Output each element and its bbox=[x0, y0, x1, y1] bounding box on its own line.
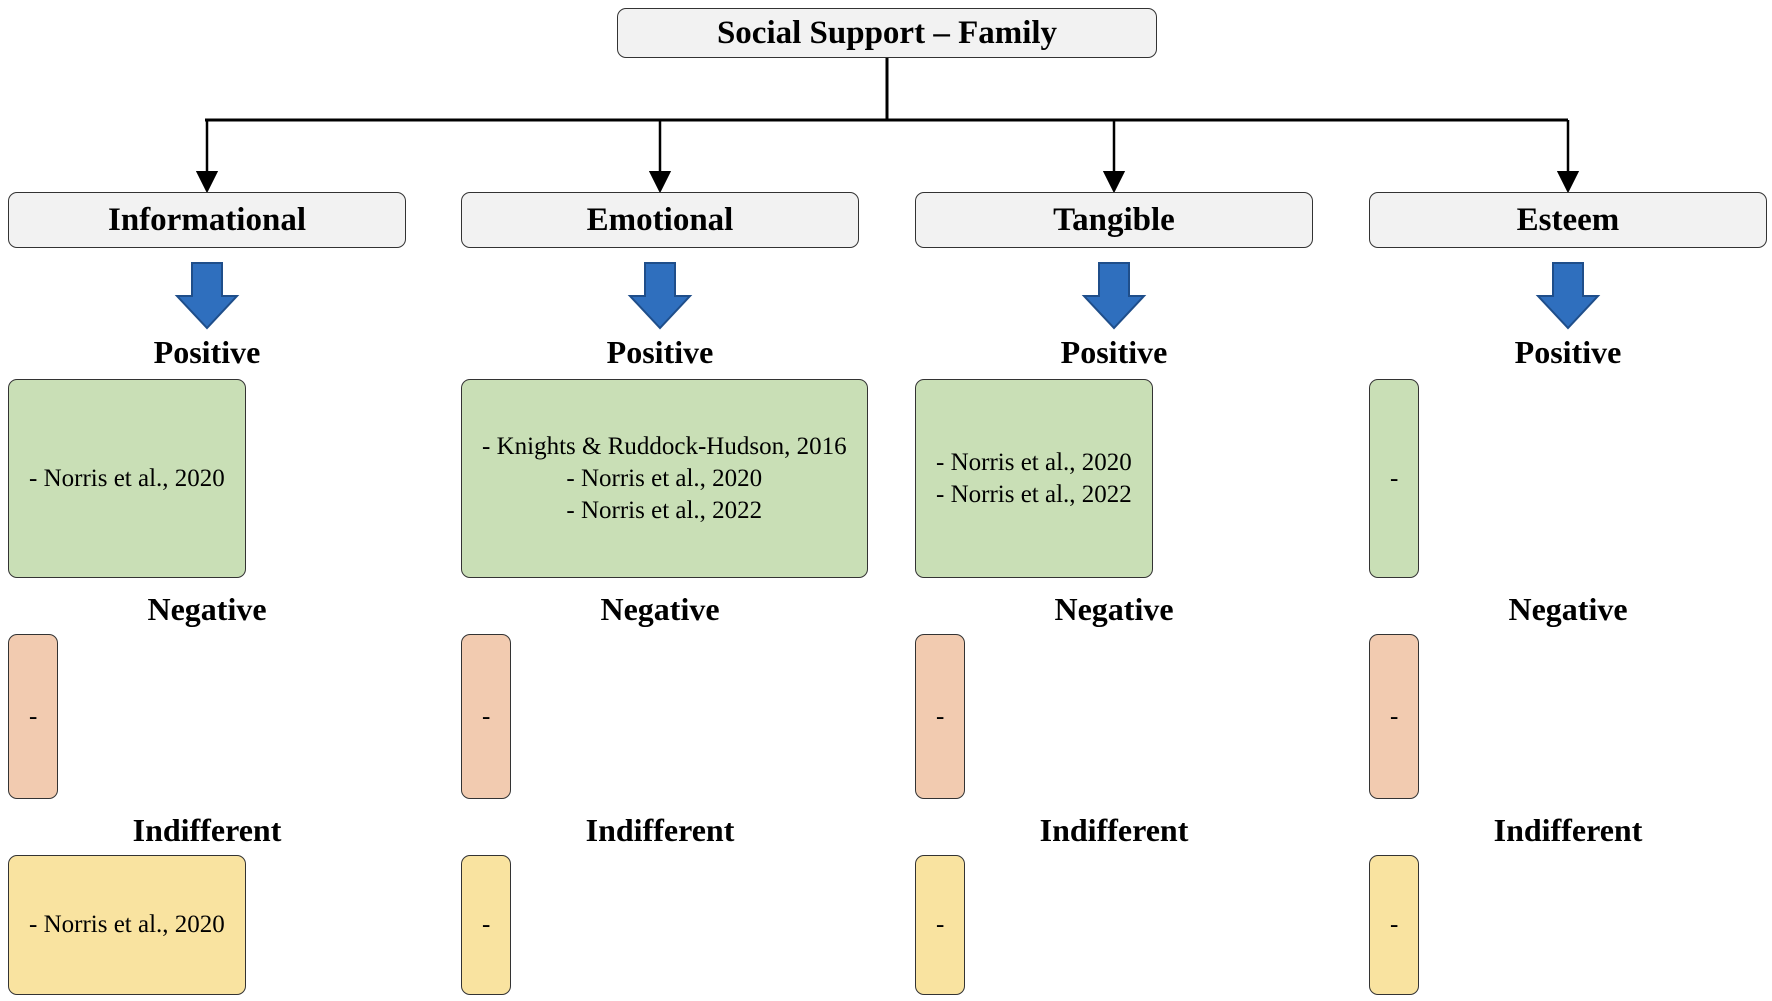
root-title: Social Support – Family bbox=[716, 14, 1058, 51]
reference-item: - bbox=[29, 702, 38, 730]
negative-box-emotional: - bbox=[461, 634, 512, 799]
reference-item: - bbox=[1390, 911, 1399, 938]
category-label-tangible: Tangible bbox=[1053, 201, 1175, 238]
category-box-emotional: Emotional bbox=[461, 192, 859, 248]
reference-item: - bbox=[936, 911, 945, 938]
positive-refs-esteem: - bbox=[1370, 457, 1418, 501]
negative-heading-informational: Negative bbox=[147, 591, 267, 627]
indifferent-box-informational: - Norris et al., 2020 bbox=[8, 855, 246, 995]
indifferent-heading-tangible: Indifferent bbox=[1039, 812, 1189, 848]
positive-box-emotional: - Knights & Ruddock-Hudson, 2016 - Norri… bbox=[461, 379, 868, 578]
negative-refs-tangible: - bbox=[916, 695, 964, 739]
reference-item: - bbox=[482, 911, 491, 938]
reference-item: - Norris et al., 2022 bbox=[566, 496, 763, 524]
indifferent-heading-esteem: Indifferent bbox=[1493, 812, 1643, 848]
indifferent-box-tangible: - bbox=[915, 855, 966, 995]
category-box-informational: Informational bbox=[8, 192, 406, 248]
positive-box-esteem: - bbox=[1369, 379, 1420, 578]
down-arrow-icon-informational bbox=[174, 262, 240, 330]
reference-item: - Norris et al., 2020 bbox=[29, 911, 225, 938]
indifferent-refs-emotional: - bbox=[462, 903, 510, 947]
category-label-esteem: Esteem bbox=[1516, 201, 1620, 238]
root-node: Social Support – Family bbox=[617, 8, 1157, 58]
reference-item: - bbox=[1390, 702, 1399, 730]
indifferent-refs-informational: - Norris et al., 2020 bbox=[9, 903, 245, 947]
positive-refs-informational: - Norris et al., 2020 bbox=[9, 457, 245, 501]
negative-refs-esteem: - bbox=[1370, 695, 1418, 739]
category-box-tangible: Tangible bbox=[915, 192, 1313, 248]
reference-item: - Norris et al., 2020 bbox=[29, 464, 225, 492]
down-arrow-icon-tangible bbox=[1081, 262, 1147, 330]
positive-refs-emotional: - Knights & Ruddock-Hudson, 2016 - Norri… bbox=[462, 425, 867, 533]
reference-item: - bbox=[936, 702, 945, 730]
negative-box-tangible: - bbox=[915, 634, 966, 799]
positive-heading-esteem: Positive bbox=[1514, 334, 1622, 370]
indifferent-heading-emotional: Indifferent bbox=[585, 812, 735, 848]
category-box-esteem: Esteem bbox=[1369, 192, 1767, 248]
positive-box-tangible: - Norris et al., 2020 - Norris et al., 2… bbox=[915, 379, 1153, 578]
category-label-informational: Informational bbox=[108, 201, 306, 238]
indifferent-refs-tangible: - bbox=[916, 903, 964, 947]
category-label-emotional: Emotional bbox=[586, 201, 734, 238]
reference-item: - Norris et al., 2020 bbox=[566, 464, 763, 492]
positive-heading-informational: Positive bbox=[153, 334, 261, 370]
positive-heading-tangible: Positive bbox=[1060, 334, 1168, 370]
down-arrow-icon-emotional bbox=[627, 262, 693, 330]
indifferent-refs-esteem: - bbox=[1370, 903, 1418, 947]
negative-heading-tangible: Negative bbox=[1054, 591, 1174, 627]
indifferent-box-emotional: - bbox=[461, 855, 512, 995]
down-arrow-icon-esteem bbox=[1535, 262, 1601, 330]
positive-box-informational: - Norris et al., 2020 bbox=[8, 379, 246, 578]
negative-box-esteem: - bbox=[1369, 634, 1420, 799]
reference-item: - bbox=[482, 702, 491, 730]
negative-heading-esteem: Negative bbox=[1508, 591, 1628, 627]
negative-heading-emotional: Negative bbox=[600, 591, 720, 627]
positive-refs-tangible: - Norris et al., 2020 - Norris et al., 2… bbox=[916, 441, 1152, 517]
reference-item: - Norris et al., 2020 bbox=[936, 448, 1132, 476]
positive-heading-emotional: Positive bbox=[606, 334, 714, 370]
reference-item: - Knights & Ruddock-Hudson, 2016 bbox=[482, 432, 847, 460]
negative-box-informational: - bbox=[8, 634, 59, 799]
indifferent-box-esteem: - bbox=[1369, 855, 1420, 995]
indifferent-heading-informational: Indifferent bbox=[132, 812, 282, 848]
reference-item: - Norris et al., 2022 bbox=[936, 480, 1132, 508]
negative-refs-informational: - bbox=[9, 695, 57, 739]
reference-item: - bbox=[1390, 464, 1399, 492]
negative-refs-emotional: - bbox=[462, 695, 510, 739]
